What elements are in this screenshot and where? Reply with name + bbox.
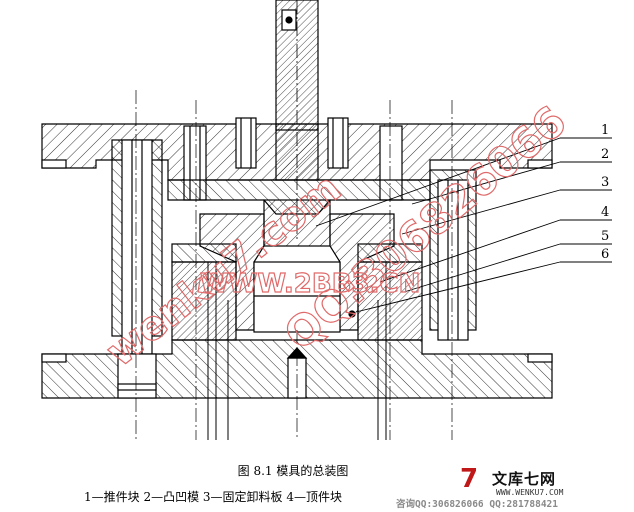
callout-2: 2 [601,147,609,162]
parts-legend: 1—推件块 2—凸凹模 3—固定卸料板 4—顶件块 [84,490,342,504]
brand-name: 文库七网 [492,470,557,488]
upper-bolt-mid-right [327,117,349,169]
callout-1: 1 [601,123,609,138]
brand-logo: 7 文库七网 WWW.WENKU7.COM [460,464,628,497]
brand-seven-glyph: 7 [460,464,479,494]
callout-6: 6 [601,247,609,262]
leader-lines [315,137,612,313]
callout-3: 3 [601,175,609,190]
upper-bolt-mid-left [235,117,257,169]
watermark-center: WWW.2BB3.CN [200,269,420,299]
ejector-block [253,261,341,333]
callout-5: 5 [601,229,609,244]
pusher-block [263,199,331,247]
callout-labels: 1 2 3 4 5 6 [601,123,609,262]
brand-url: WWW.WENKU7.COM [496,488,564,497]
figure-caption: 图 8.1 模具的总装图 [237,464,349,478]
callout-4: 4 [601,205,609,220]
brand-contact: 咨询QQ:306826066 QQ:281788421 [396,499,558,510]
